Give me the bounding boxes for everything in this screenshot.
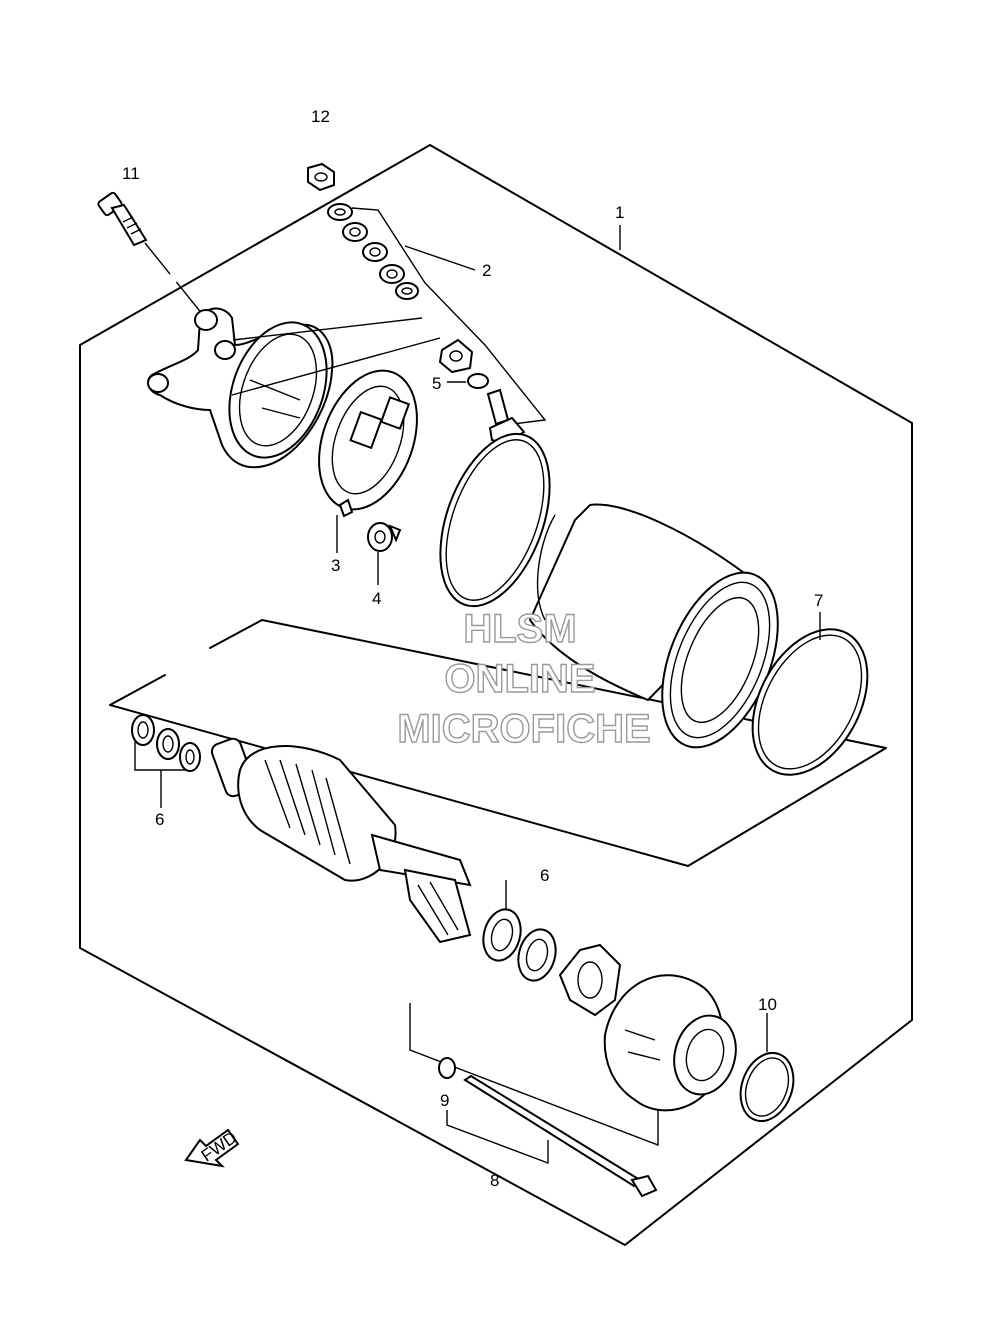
front-bracket	[603, 974, 737, 1112]
o-ring-10	[739, 1052, 795, 1122]
nut-12	[307, 162, 335, 192]
fwd-label: FWD	[198, 1128, 241, 1166]
assembly-outline	[79, 144, 913, 1246]
watermark: HLSM ONLINE MICROFICHE	[397, 606, 652, 751]
callout-6a: 6	[155, 810, 164, 829]
watermark-line3: MICROFICHE	[397, 707, 650, 751]
callout-11: 11	[122, 164, 140, 183]
motor-case	[528, 503, 779, 749]
bearing-4	[367, 522, 402, 552]
lock-plate	[558, 943, 622, 1017]
fwd-arrow-icon: FWD	[184, 1128, 241, 1168]
watermark-line2: ONLINE	[444, 657, 595, 701]
callout-8: 8	[490, 1171, 499, 1190]
callout-9: 9	[440, 1091, 449, 1110]
callout-4: 4	[372, 589, 381, 608]
o-ring-7	[751, 628, 869, 776]
bolt-11-leader	[144, 242, 216, 331]
o-ring-large	[439, 432, 551, 608]
brush-holder-3	[318, 369, 418, 518]
through-bolt-8	[463, 1074, 658, 1198]
callout-6b: 6	[540, 866, 549, 885]
bracket-8-lower	[446, 1110, 549, 1165]
armature-group-outline	[109, 619, 887, 867]
callout-2: 2	[482, 261, 491, 280]
washer-set-6-right	[482, 908, 557, 982]
bracket-2-leader	[404, 245, 476, 271]
callout-1: 1	[615, 203, 624, 222]
bracket-8	[409, 1003, 659, 1147]
callout-3: 3	[331, 556, 340, 575]
bracket-2	[351, 207, 547, 426]
bolt-11	[97, 191, 148, 247]
callout-7: 7	[814, 591, 823, 610]
terminal-nut	[438, 338, 474, 374]
o-ring-5	[467, 373, 489, 389]
callout-12: 12	[311, 107, 330, 126]
callout-5: 5	[432, 374, 441, 393]
washer-stack-2	[327, 203, 419, 300]
washer-9	[438, 1057, 456, 1079]
rear-bracket-housing	[147, 307, 334, 469]
washer-set-6-left	[131, 714, 201, 772]
watermark-line1: HLSM	[463, 607, 576, 651]
armature	[210, 737, 472, 944]
callout-10: 10	[758, 995, 777, 1014]
